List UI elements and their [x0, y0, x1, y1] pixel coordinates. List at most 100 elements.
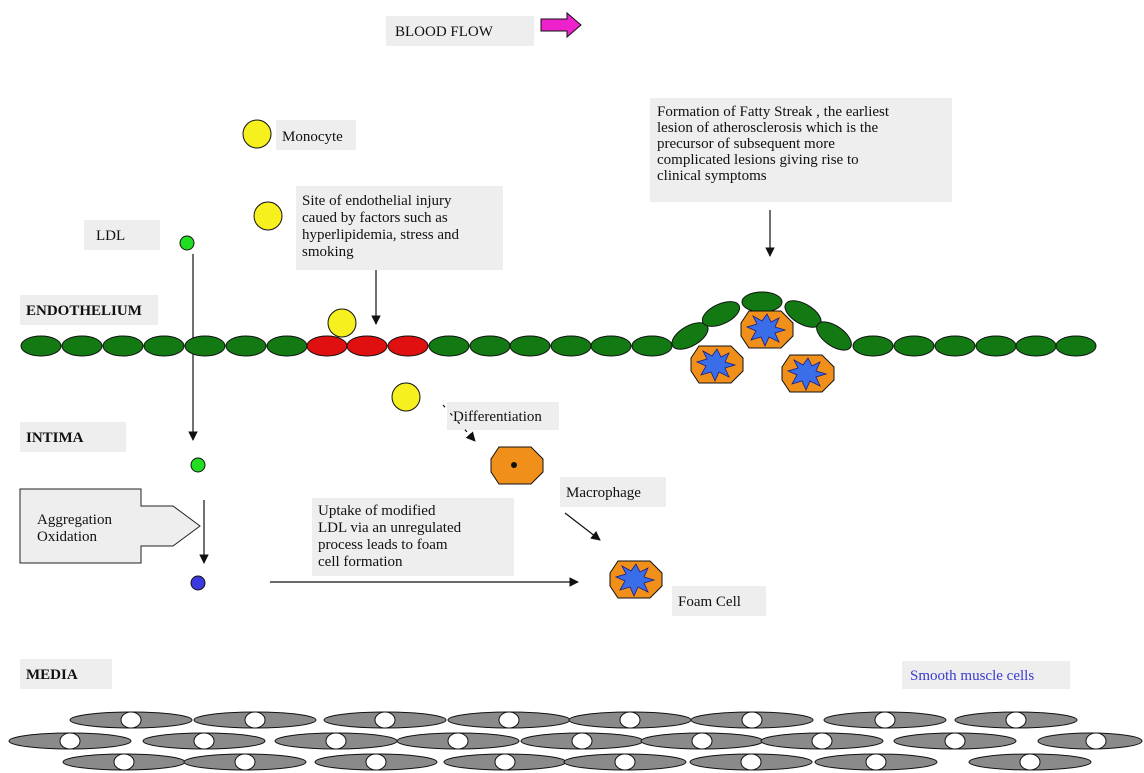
macrophage-nucleus: [511, 462, 517, 468]
endothelial-cell: [143, 335, 185, 357]
smooth-muscle-cell: [323, 711, 447, 729]
smooth-muscle-cell: [823, 711, 947, 729]
lipid-droplet-icon: [695, 348, 737, 382]
smooth-muscle-cell: [193, 711, 317, 729]
endothelial-cell: [631, 335, 673, 357]
differentiation-arrow: [442, 404, 476, 442]
smooth-muscle-cell: [968, 753, 1092, 771]
fatty-streak-label: Formation of Fatty Streak , the earliest…: [657, 103, 893, 184]
adherent-monocyte: [327, 308, 357, 338]
ldl-particle-intima: [190, 457, 206, 473]
endothelial-cell: [469, 335, 511, 357]
fatty-streak-label-line: lesion of atherosclerosis which is the: [657, 120, 879, 136]
uptake-label-line: Uptake of modified: [318, 503, 436, 519]
injured-endothelial-cell: [346, 335, 388, 357]
smooth-muscle-cell: [954, 711, 1078, 729]
endothelium-label: ENDOTHELIUM: [26, 303, 142, 319]
monocyte-label: Monocyte: [282, 129, 343, 145]
monocyte-label-box: [276, 120, 356, 150]
smooth-muscle-label: Smooth muscle cells: [910, 668, 1034, 684]
endothelium-layer: [20, 335, 1097, 357]
smooth-muscle-cell: [274, 732, 398, 750]
intima-label: INTIMA: [26, 430, 84, 446]
macrophage-label-box: [560, 477, 666, 507]
endothelial-cell: [61, 335, 103, 357]
injury-label-box: [296, 186, 503, 270]
media-label-box: [20, 659, 112, 689]
monocyte-cell: [253, 201, 283, 231]
differentiation-label: Differentiation: [453, 409, 542, 425]
endothelial-cell: [266, 335, 308, 357]
smooth-muscle-cell: [893, 732, 1017, 750]
fatty-streak-label-line: precursor of subsequent more: [657, 136, 835, 152]
smooth-muscle-cell: [396, 732, 520, 750]
injured-endothelial-cell: [387, 335, 429, 357]
smooth-muscle-cell: [314, 753, 438, 771]
fatty-streak-label-line: Formation of Fatty Streak , the earliest: [657, 104, 890, 120]
macrophage-arrow: [564, 512, 601, 541]
aggregation-oxidation-label: Aggregation Oxidation: [37, 511, 116, 545]
intima-label-box: [20, 422, 126, 452]
uptake-label: Uptake of modified LDL via an unregulate…: [318, 502, 465, 570]
endothelial-cell: [102, 335, 144, 357]
smooth-muscle-cell: [1037, 732, 1143, 750]
endothelial-cell: [509, 335, 551, 357]
injury-label-line: caued by factors such as: [302, 210, 448, 226]
endothelial-cell: [934, 335, 976, 357]
blood-flow-arrow-icon: [540, 11, 582, 39]
smooth-muscle-cell: [760, 732, 884, 750]
uptake-label-line: cell formation: [318, 554, 403, 570]
uptake-label-line: LDL via an unregulated: [318, 520, 462, 536]
smooth-muscle-cell: [8, 732, 132, 750]
differentiation-label-box: [447, 402, 559, 430]
endothelial-cell: [184, 335, 226, 357]
smooth-muscle-cell: [183, 753, 307, 771]
smooth-muscle-label-box: [902, 661, 1070, 689]
lipid-droplet-icon: [786, 357, 828, 391]
uptake-label-box: [312, 498, 514, 576]
endothelial-cell: [852, 335, 894, 357]
uptake-label-line: process leads to foam: [318, 537, 448, 553]
endothelial-cell: [20, 335, 62, 357]
aggregation-label: Aggregation: [37, 512, 112, 528]
blood-flow-label: BLOOD FLOW: [395, 24, 494, 40]
oxidation-label: Oxidation: [37, 529, 97, 545]
injury-label-line: smoking: [302, 244, 354, 260]
smooth-muscle-layer: [8, 711, 1143, 771]
endothelial-cell: [225, 335, 267, 357]
endothelial-cell: [590, 335, 632, 357]
fatty-streak-lesion: [671, 291, 852, 393]
endothelial-cell: [1055, 335, 1097, 357]
endothelial-cell: [550, 335, 592, 357]
fatty-streak-label-box: [650, 98, 952, 202]
endothelial-cell: [975, 335, 1017, 357]
smooth-muscle-cell: [443, 753, 567, 771]
endothelial-cell: [428, 335, 470, 357]
smooth-muscle-cell: [447, 711, 571, 729]
macrophage-cell: [490, 446, 544, 485]
smooth-muscle-cell: [640, 732, 764, 750]
smooth-muscle-cell: [62, 753, 186, 771]
macrophage-label: Macrophage: [566, 485, 641, 501]
foam-cell-label: Foam Cell: [678, 594, 741, 610]
smooth-muscle-cell: [520, 732, 644, 750]
injury-label: Site of endothelial injury caued by fact…: [302, 192, 463, 260]
raised-endothelial-cell: [701, 301, 741, 327]
blood-flow-label-box: [386, 16, 534, 46]
smooth-muscle-cell: [142, 732, 266, 750]
smooth-muscle-cell: [568, 711, 692, 729]
injury-label-line: Site of endothelial injury: [302, 193, 452, 209]
media-label: MEDIA: [26, 667, 78, 683]
smooth-muscle-cell: [563, 753, 687, 771]
smooth-muscle-cell: [690, 711, 814, 729]
endothelial-cell: [1015, 335, 1057, 357]
injured-endothelial-cell: [306, 335, 348, 357]
oxidized-ldl-particle: [190, 575, 206, 591]
fatty-streak-label-line: clinical symptoms: [657, 168, 767, 184]
ldl-particle: [179, 235, 195, 251]
migrated-monocyte: [391, 382, 421, 412]
smooth-muscle-cell: [69, 711, 193, 729]
raised-endothelial-cell: [741, 291, 783, 313]
injury-label-line: hyperlipidemia, stress and: [302, 227, 460, 243]
